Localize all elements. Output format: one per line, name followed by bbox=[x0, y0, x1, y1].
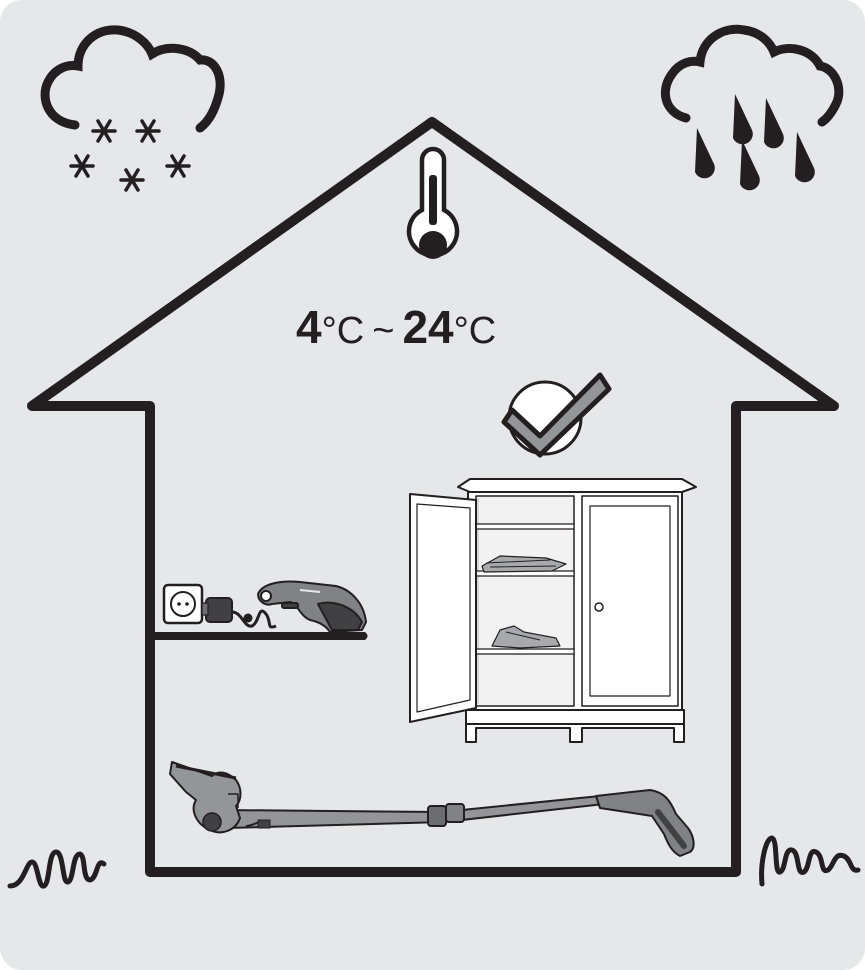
wardrobe bbox=[410, 479, 696, 742]
power-socket-icon bbox=[164, 585, 202, 623]
temperature-min-unit: °C bbox=[322, 310, 365, 352]
rain-cloud-icon bbox=[665, 29, 838, 190]
telescopic-handle-tool bbox=[170, 762, 694, 856]
temperature-min: 4 bbox=[296, 301, 322, 353]
temperature-max: 24 bbox=[402, 301, 453, 353]
snow-cloud-icon bbox=[45, 30, 220, 190]
wall-shelf bbox=[150, 632, 368, 640]
grass-left bbox=[10, 852, 104, 886]
checkmark-icon bbox=[504, 375, 609, 455]
temperature-max-unit: °C bbox=[454, 310, 497, 352]
temperature-range-label: 4°C~24°C bbox=[296, 300, 496, 354]
grass-right bbox=[762, 838, 858, 884]
cordless-shear bbox=[258, 582, 366, 633]
range-separator: ~ bbox=[372, 310, 394, 352]
thermometer-icon bbox=[409, 149, 457, 259]
